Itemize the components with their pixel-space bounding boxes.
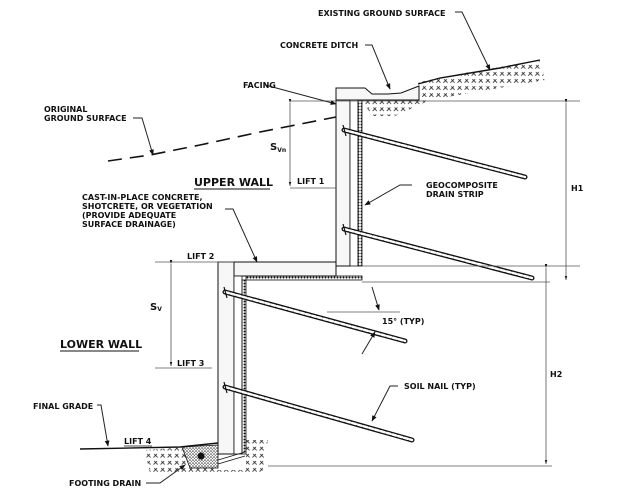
label-h2: H2 [550,370,562,379]
label-angle: 15° (TYP) [382,317,424,326]
existing-ground-surface-line [417,59,541,85]
label-facing: FACING [243,81,276,90]
label-sv-main: S [150,302,157,313]
label-lift-2: LIFT 2 [187,252,214,261]
original-ground-surface-line [107,116,337,162]
dimension-lines [155,99,580,467]
label-soil-nail: SOIL NAIL (TYP) [404,382,476,391]
label-h1: H1 [571,184,584,193]
label-svn: SVn [270,142,286,154]
label-upper-wall: UPPER WALL [194,176,273,189]
label-footing-drain: FOOTING DRAIN [69,479,141,488]
soil-nails [222,124,535,443]
label-cast-3: (PROVIDE ADEQUATE [82,211,176,220]
label-geocomposite-2: DRAIN STRIP [426,190,484,199]
label-sv-sub: V [157,306,162,313]
label-original-ground-1: ORIGINAL [44,105,87,114]
leaders [97,11,491,484]
lower-wall-facing [217,261,247,455]
footing-drain [181,444,246,469]
label-lift-1: LIFT 1 [297,177,325,186]
soil-nail [341,124,528,180]
label-sv: SV [150,302,162,313]
soil-nail [341,223,535,281]
label-cast-1: CAST-IN-PLACE CONCRETE, [82,193,203,202]
label-concrete-ditch: CONCRETE DITCH [280,41,358,50]
label-svn-sub: Vn [277,147,286,154]
soil-nail [222,286,408,344]
label-cast-4: SURFACE DRAINAGE) [82,220,176,229]
label-svn-main: S [270,142,277,153]
soil-nail [222,381,415,443]
label-lift-4: LIFT 4 [124,437,152,446]
label-original-ground-2: GROUND SURFACE [44,114,127,123]
label-lift-3: LIFT 3 [177,359,204,368]
label-final-grade: FINAL GRADE [33,402,93,411]
upper-wall-facing [335,99,363,267]
final-grade-line [79,442,219,450]
label-lower-wall: LOWER WALL [60,338,142,351]
concrete-ditch [335,85,420,101]
label-geocomposite-1: GEOCOMPOSITE [426,181,498,190]
label-cast-2: SHOTCRETE, OR VEGETATION [82,202,213,211]
retained-soil-upper [362,60,545,116]
label-existing-ground-surface: EXISTING GROUND SURFACE [318,9,446,18]
